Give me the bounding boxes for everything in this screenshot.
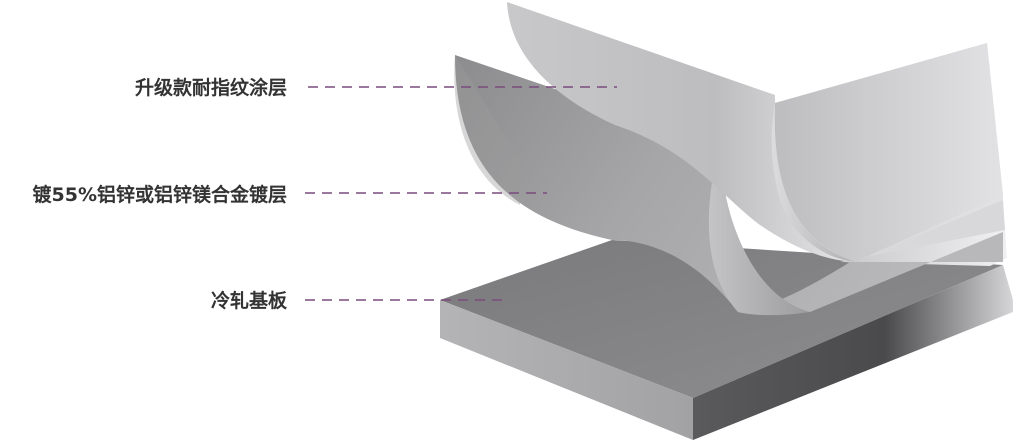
top-coating-label: 升级款耐指纹涂层 — [134, 77, 287, 99]
top-coating-shape — [507, 2, 1003, 262]
base-layer-label: 冷轧基板 — [210, 290, 287, 312]
middle-coating-shape — [454, 55, 1003, 316]
middle-coating-label: 镀55%铝锌或铝锌镁合金镀层 — [32, 184, 287, 206]
